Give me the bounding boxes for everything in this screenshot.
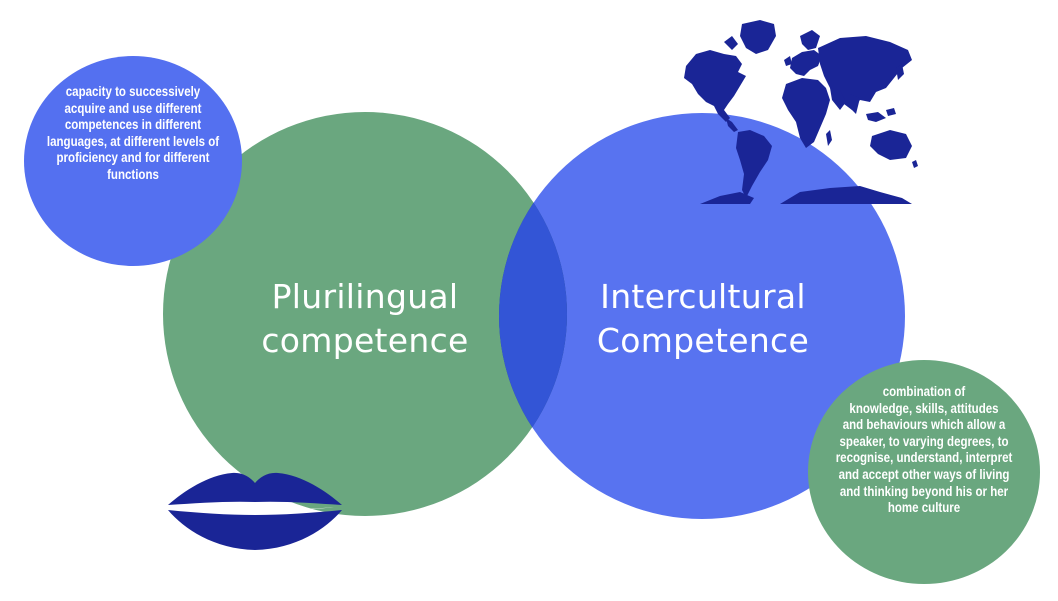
intercultural-definition-circle (808, 360, 1040, 584)
intercultural-label: Intercultural Competence (596, 277, 810, 360)
plurilingual-label: Plurilingual competence (261, 277, 469, 360)
plurilingual-definition: capacity to successively acquire and use… (46, 84, 220, 182)
world-map-icon (684, 20, 918, 204)
plurilingual-definition-circle (24, 56, 242, 266)
lips-icon (168, 472, 342, 550)
intercultural-definition: combination of knowledge, skills, attitu… (835, 384, 1013, 516)
